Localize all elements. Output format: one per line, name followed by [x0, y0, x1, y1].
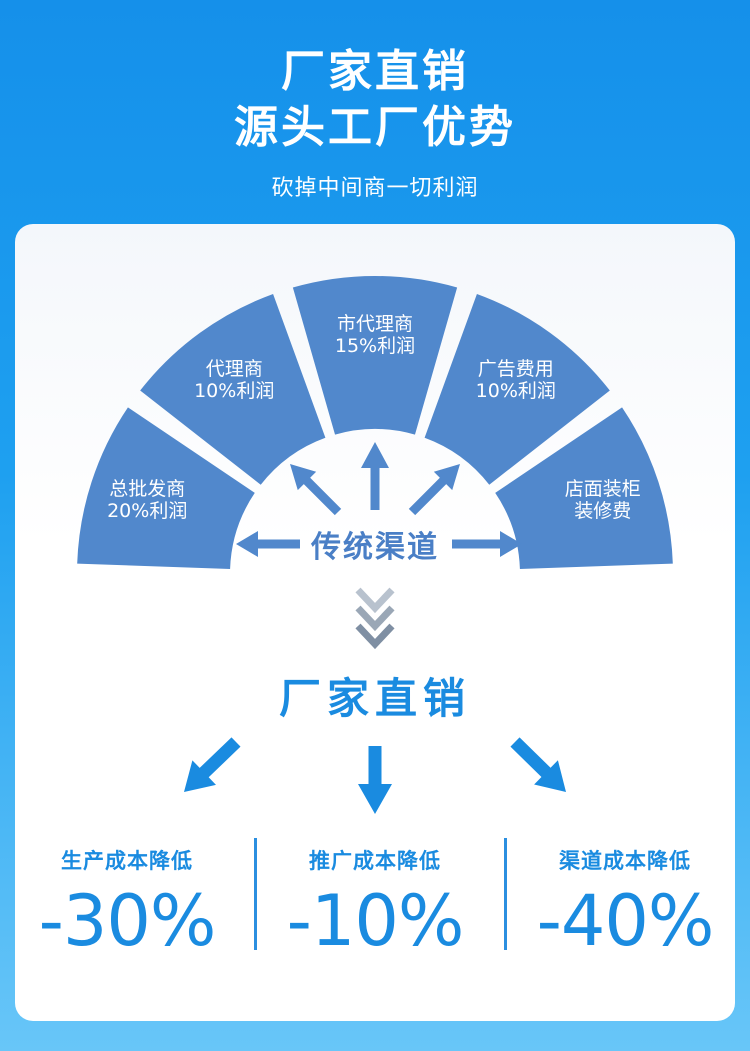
divider: [504, 838, 507, 950]
segment-detail: 15%利润: [334, 334, 416, 357]
fan-segment-label: 店面装柜装修费: [543, 478, 663, 522]
arrow-up-right-icon: [408, 464, 460, 516]
segment-detail: 20%利润: [107, 499, 188, 522]
fan-segment: [292, 276, 458, 435]
stat-label: 推广成本降低: [309, 849, 441, 873]
arrow-down-right-icon: [510, 737, 566, 792]
arrow-up-icon: [361, 442, 389, 510]
stat-label: 渠道成本降低: [559, 849, 691, 873]
segment-title: 代理商: [205, 358, 263, 381]
arrow-left-icon: [236, 531, 300, 557]
fan-segment: [495, 407, 673, 569]
page-title-line1: 厂家直销: [281, 46, 469, 97]
chevron-down-icon: [355, 587, 395, 650]
segment-detail: 10%利润: [475, 380, 556, 403]
segment-title: 总批发商: [109, 477, 186, 500]
arrow-down-icon: [358, 746, 392, 814]
divider: [254, 838, 257, 950]
direct-sale-heading: 厂家直销: [278, 674, 471, 723]
stat-production: 生产成本降低 -30%: [2, 845, 252, 961]
page-title-line2: 源头工厂优势: [234, 102, 516, 153]
stat-value: -10%: [286, 880, 465, 962]
arrow-down-left-icon: [184, 737, 241, 792]
segment-title: 广告费用: [477, 358, 554, 381]
segment-title: 店面装柜: [564, 477, 641, 500]
stat-value: -40%: [536, 880, 715, 962]
page-subtitle: 砍掉中间商一切利润: [271, 176, 479, 201]
segment-detail: 10%利润: [194, 380, 275, 403]
traditional-channel-label: 传统渠道: [311, 530, 439, 565]
fan-segment: [140, 293, 326, 485]
segment-title: 市代理商: [336, 312, 413, 335]
fan-segment: [77, 407, 255, 569]
fan-segment: [424, 293, 610, 485]
arrow-up-left-icon: [290, 464, 342, 516]
stat-value: -30%: [38, 880, 217, 962]
arrow-right-icon: [452, 531, 522, 557]
stat-label: 生产成本降低: [61, 849, 193, 873]
stat-channel: 渠道成本降低 -40%: [500, 845, 750, 961]
segment-detail: 装修费: [574, 499, 632, 522]
stat-promotion: 推广成本降低 -10%: [250, 845, 500, 961]
